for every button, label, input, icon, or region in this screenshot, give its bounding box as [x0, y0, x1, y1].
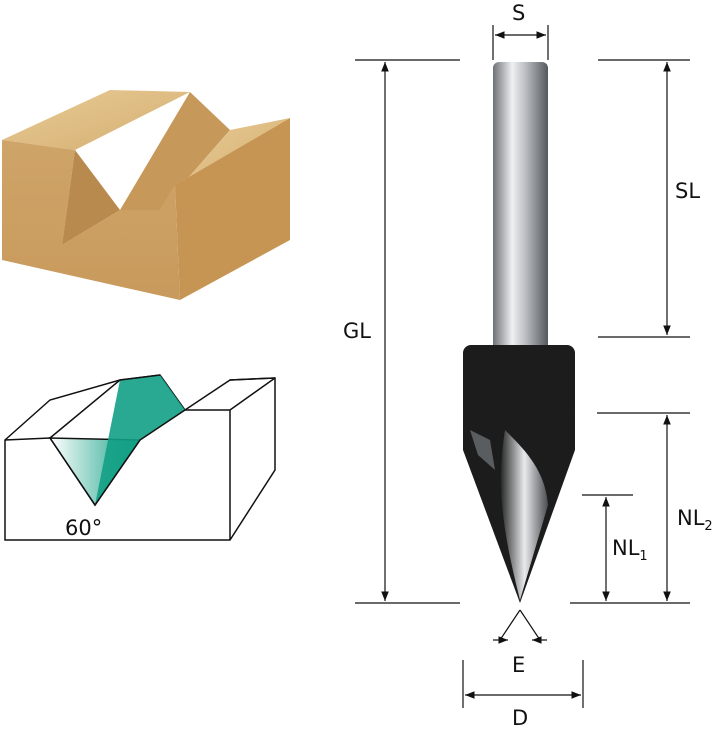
cutting-length-1-label: NL1 [612, 536, 648, 564]
shank-diameter-label: S [512, 1, 525, 25]
cutting-diameter-label: D [512, 706, 528, 730]
shank-length-label: SL [675, 179, 700, 203]
v-groove-line-drawing [4, 374, 276, 541]
tip-width-label: E [512, 653, 525, 677]
angle-label: 60° [65, 516, 102, 540]
dimension-lines [355, 25, 690, 708]
total-length-label: GL [343, 319, 371, 343]
cutting-length-2-label: NL2 [677, 506, 713, 534]
wood-v-groove-image [2, 90, 290, 300]
router-bit-image [463, 62, 575, 603]
